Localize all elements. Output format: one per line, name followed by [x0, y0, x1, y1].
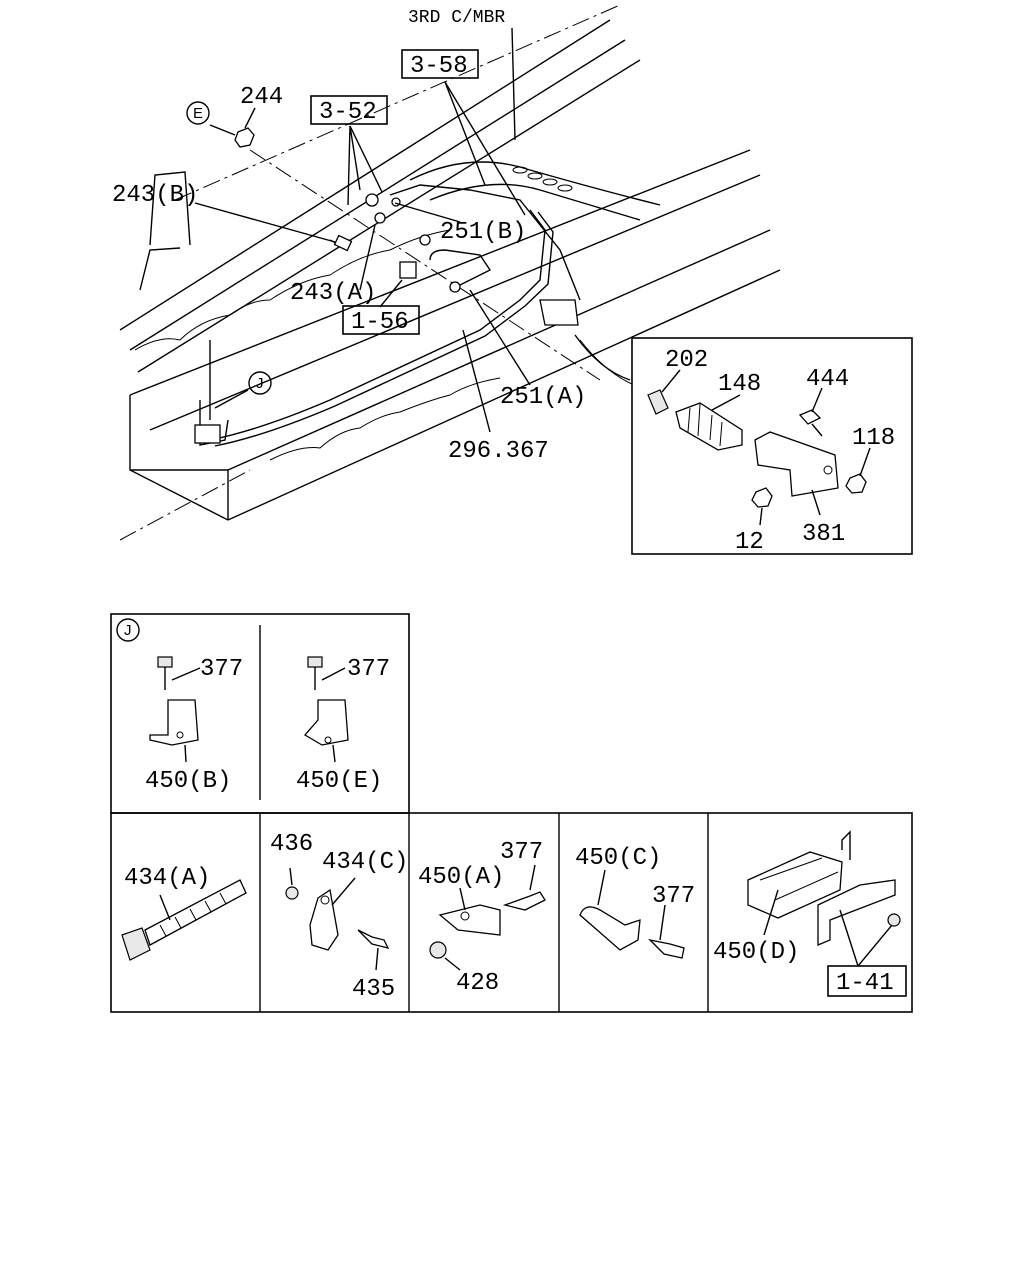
detail-frame [631, 337, 913, 555]
circle-j [248, 371, 272, 395]
part-428-label[interactable]: 428 [456, 970, 499, 997]
bottom-panels [110, 812, 913, 1013]
part-436-label[interactable]: 436 [270, 831, 313, 858]
part-381-label[interactable]: 381 [802, 521, 845, 548]
third-cross-member-label: 3RD C/MBR [408, 8, 505, 28]
part-450c-label[interactable]: 450(C) [575, 845, 661, 872]
circle-e [186, 101, 210, 125]
bottom-panels-frame [110, 812, 913, 1013]
ref-1-56-box [342, 305, 420, 335]
panel-j-circle [116, 618, 140, 642]
part-243a-label[interactable]: 243(A) [290, 280, 376, 307]
part-434a-label[interactable]: 434(A) [124, 865, 210, 892]
panel-j-right-bolt-label[interactable]: 377 [347, 656, 390, 683]
circle-j-label: J [256, 375, 264, 392]
frame-assembly [119, 4, 781, 541]
ref-3-52-box [310, 95, 388, 125]
part-434c-label[interactable]: 434(C) [322, 849, 408, 876]
part-251a-label[interactable]: 251(A) [500, 384, 586, 411]
part-450a-label[interactable]: 450(A) [418, 864, 504, 891]
part-377-panel3-label[interactable]: 377 [500, 839, 543, 866]
panel-j-right-bracket-label[interactable]: 450(E) [296, 768, 382, 795]
part-450d-label[interactable]: 450(D) [713, 939, 799, 966]
ref-3-52[interactable]: 3-52 [319, 99, 377, 126]
part-243b-label[interactable]: 243(B) [112, 182, 198, 209]
part-148-label[interactable]: 148 [718, 371, 761, 398]
part-377-panel4-label[interactable]: 377 [652, 883, 695, 910]
part-202-label[interactable]: 202 [665, 347, 708, 374]
detail-view [631, 337, 913, 555]
ref-1-41-box [827, 965, 907, 997]
panel-j [110, 613, 410, 814]
part-244-label[interactable]: 244 [240, 84, 283, 111]
panel-j-left-bracket-label[interactable]: 450(B) [145, 768, 231, 795]
panel-j-left-bolt-label[interactable]: 377 [200, 656, 243, 683]
panel-j-circle-label: J [124, 622, 132, 639]
ref-3-58-box [401, 49, 479, 79]
part-296-367-label[interactable]: 296.367 [448, 438, 549, 465]
ref-1-41[interactable]: 1-41 [836, 970, 894, 997]
part-251b-label[interactable]: 251(B) [440, 219, 526, 246]
ref-1-56[interactable]: 1-56 [351, 309, 409, 336]
part-12-label[interactable]: 12 [735, 529, 764, 556]
ref-3-58[interactable]: 3-58 [410, 53, 468, 80]
part-444-label[interactable]: 444 [806, 366, 849, 393]
part-435-label[interactable]: 435 [352, 976, 395, 1003]
part-118-label[interactable]: 118 [852, 425, 895, 452]
circle-e-label: E [193, 105, 203, 122]
